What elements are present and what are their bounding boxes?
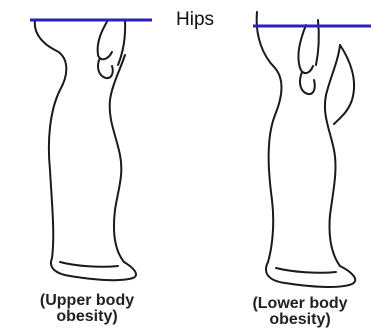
lower-caption-line1: (Lower body: [240, 296, 360, 312]
upper-body-figure: [35, 20, 136, 280]
upper-caption-line1: (Upper body: [27, 293, 147, 309]
lower-caption-line2: obesity): [240, 312, 360, 328]
lower-body-figure: [257, 12, 356, 287]
lower-body-caption: (Lower body obesity): [240, 296, 360, 328]
upper-body-caption: (Upper body obesity): [27, 293, 147, 325]
upper-caption-line2: obesity): [27, 309, 147, 325]
hips-label: Hips: [176, 9, 214, 31]
